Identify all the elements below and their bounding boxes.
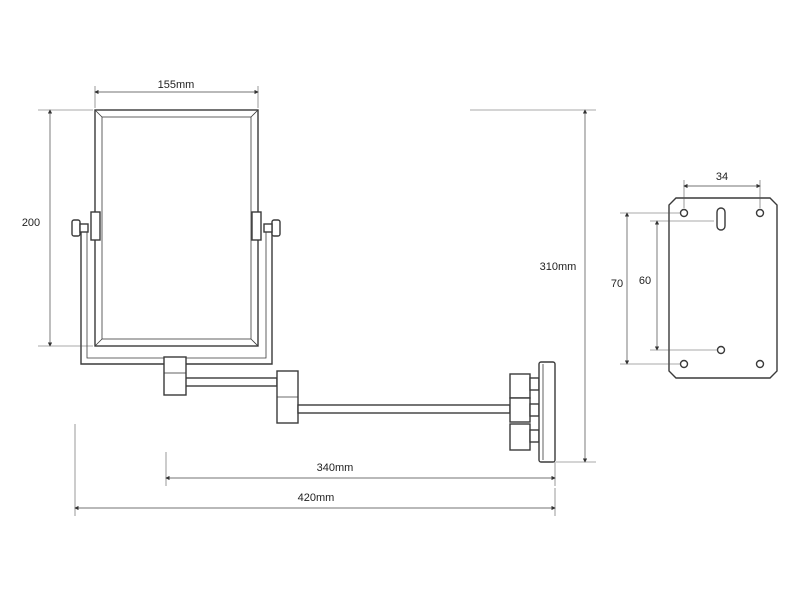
dim-label-total-reach: 420mm [298, 492, 335, 504]
wall-plate-side [538, 361, 556, 463]
dim-label-mirror-width: 155mm [158, 79, 195, 91]
arm-joint-3 [509, 373, 531, 399]
dim-label-mirror-height: 200 [22, 217, 40, 229]
center-hole [716, 345, 726, 355]
dim-arm-reach: 340mm [165, 452, 556, 486]
screw-hole [679, 359, 689, 369]
dim-label-plate-inner-holes: 60 [639, 275, 651, 287]
screw-hole [755, 208, 765, 218]
dim-plate-outer-holes: 70 [611, 212, 680, 365]
dim-mirror-height: 200 [22, 109, 93, 347]
mirror-frame-inner [101, 116, 252, 340]
dim-mirror-width: 155mm [94, 79, 259, 108]
right-pivot-clamp [251, 211, 262, 241]
screw-hole [679, 208, 689, 218]
swing-arm [163, 356, 556, 463]
dim-plate-hole-spacing: 34 [683, 171, 761, 208]
left-knob [71, 219, 81, 237]
arm-joint-1 [163, 356, 187, 396]
wall-plate-front [668, 197, 778, 379]
mirror-frame-outer [94, 109, 259, 347]
mirror-yoke [71, 211, 281, 365]
dim-total-height: 310mm [470, 109, 596, 463]
dim-label-total-height: 310mm [540, 261, 577, 273]
keyhole-slot [716, 207, 726, 231]
dim-total-reach: 420mm [74, 424, 556, 516]
right-knob [271, 219, 281, 237]
dim-label-plate-hole-spacing: 34 [716, 171, 728, 183]
mirror [94, 109, 259, 347]
dim-label-plate-outer-holes: 70 [611, 278, 623, 290]
screw-hole [755, 359, 765, 369]
dim-plate-inner-holes: 60 [639, 220, 717, 351]
left-pivot-clamp [90, 211, 101, 241]
dim-label-arm-reach: 340mm [317, 462, 354, 474]
